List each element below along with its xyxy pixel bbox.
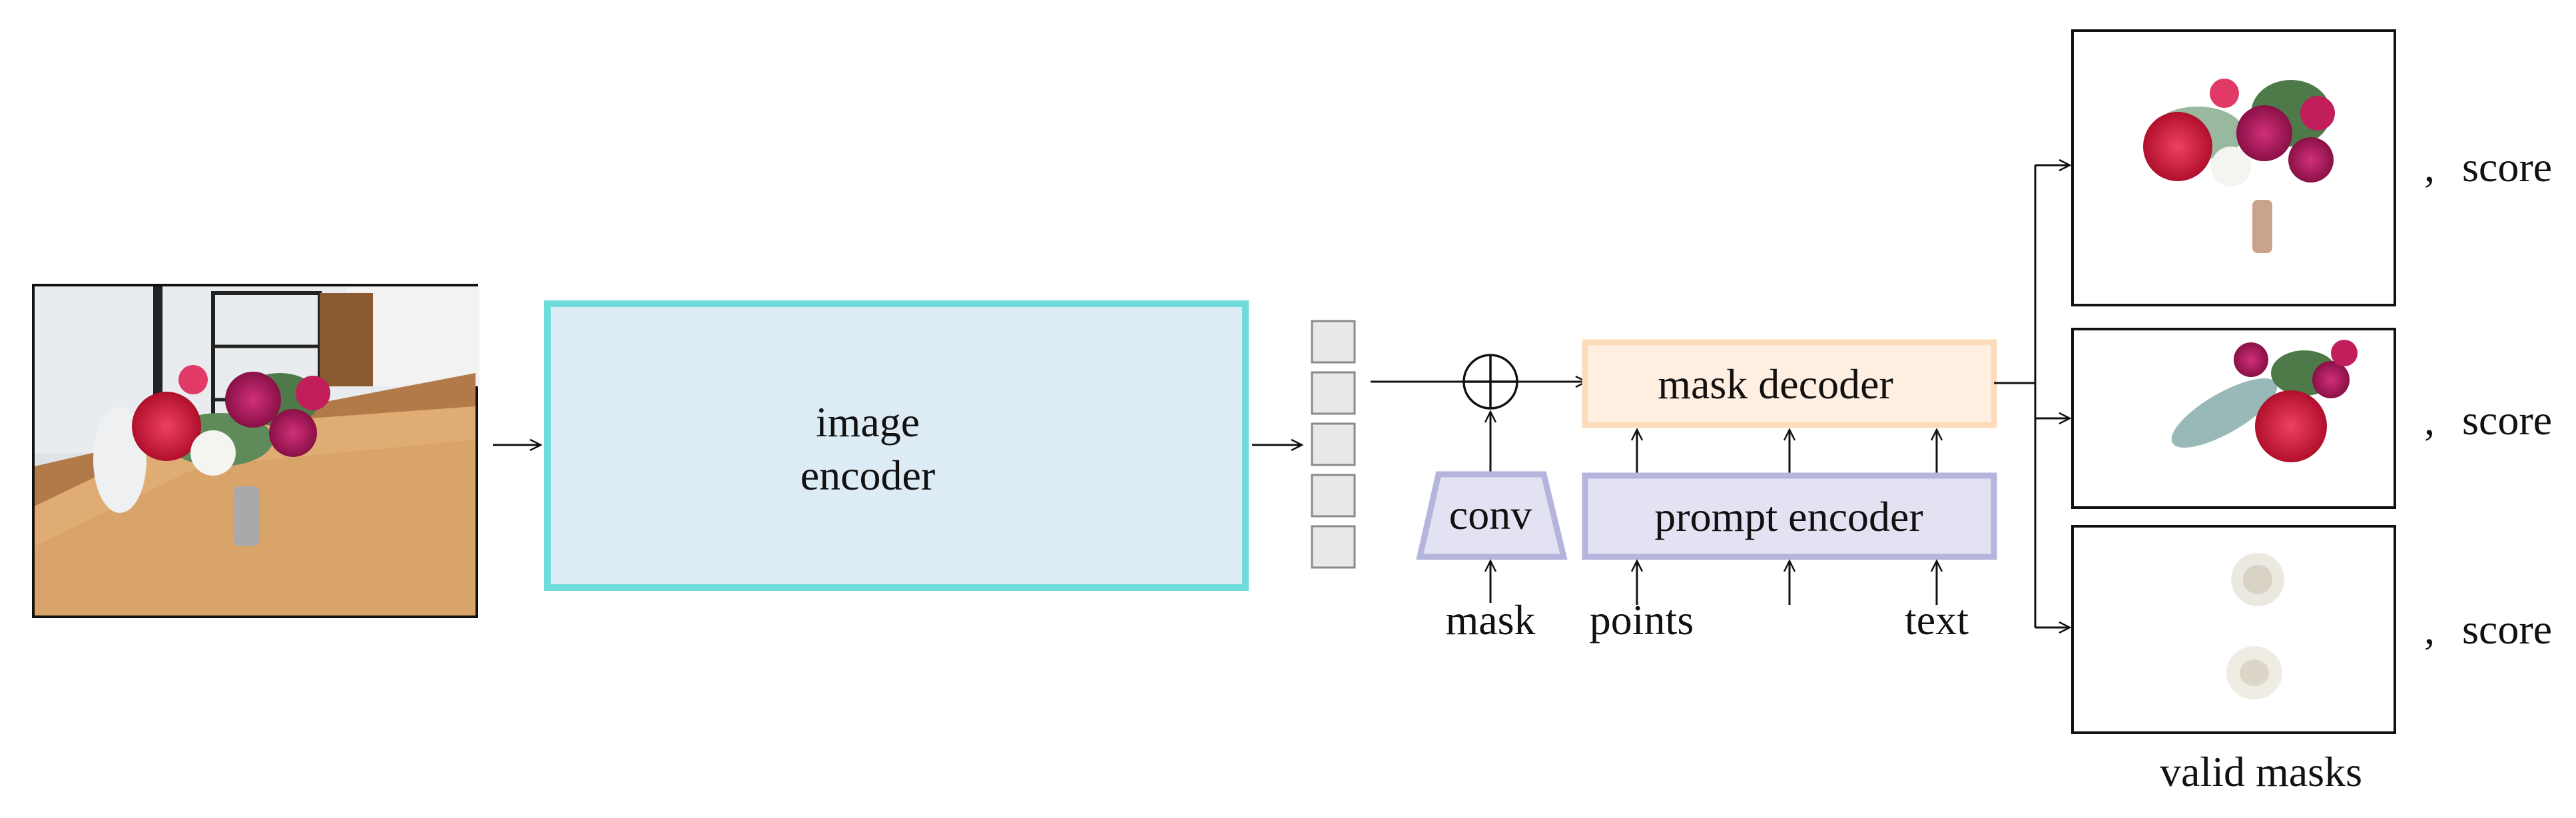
score-label: score — [2462, 143, 2552, 191]
embedding-cell — [1311, 422, 1356, 466]
score-separator: , — [2424, 606, 2435, 653]
image-encoder-label-line1: image — [816, 398, 920, 446]
output-score-3: , score — [2424, 606, 2552, 653]
score-separator: , — [2424, 143, 2435, 191]
text-label: text — [1905, 596, 1969, 643]
output-score-2: , score — [2424, 396, 2552, 444]
embedding-cell — [1311, 320, 1356, 364]
output-score-1: , score — [2424, 143, 2552, 191]
output-mask-3 — [2071, 525, 2396, 734]
valid-masks-label: valid masks — [2160, 748, 2362, 795]
embedding-cell — [1311, 525, 1356, 569]
score-label: score — [2462, 606, 2552, 653]
image-embedding — [1311, 320, 1356, 569]
conv-block: conv mask — [1416, 412, 1568, 643]
embedding-cell — [1311, 371, 1356, 415]
mask-input-label: mask — [1445, 596, 1535, 643]
embedding-cell — [1311, 474, 1356, 518]
output-mask-2 — [2071, 328, 2396, 509]
sum-operator — [1462, 354, 1518, 410]
image-encoder-label-line2: encoder — [801, 452, 936, 499]
points-label: points — [1590, 596, 1694, 643]
image-encoder-block: image encoder — [544, 300, 1249, 591]
mask-decoder-label: mask decoder — [1658, 360, 1893, 408]
score-separator: , — [2424, 396, 2435, 444]
score-label: score — [2462, 396, 2552, 444]
output-mask-1 — [2071, 29, 2396, 306]
mask-decoder-block: mask decoder — [1582, 339, 1997, 428]
conv-label: conv — [1449, 491, 1532, 538]
input-image — [32, 284, 480, 618]
prompt-encoder-label: prompt encoder — [1654, 493, 1923, 540]
prompt-encoder-block: prompt encoder — [1582, 472, 1997, 560]
output-branches — [1994, 165, 2070, 627]
